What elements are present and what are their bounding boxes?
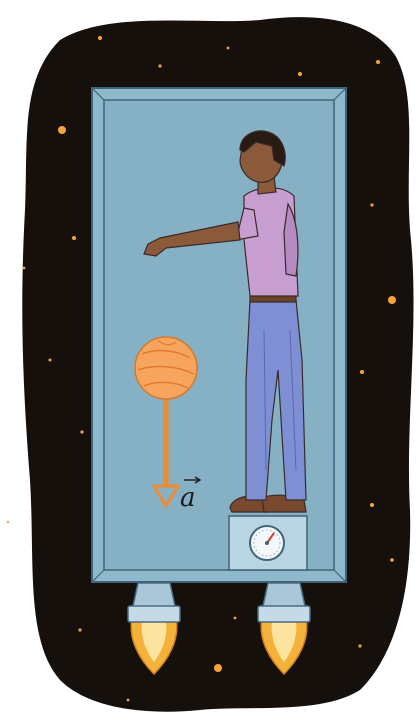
star-icon	[7, 521, 9, 523]
star-icon	[370, 203, 373, 206]
star-icon	[78, 628, 81, 631]
elevator-cabin	[92, 88, 346, 582]
star-icon	[72, 236, 76, 240]
star-icon	[360, 370, 364, 374]
star-icon	[376, 60, 380, 64]
star-icon	[127, 699, 130, 702]
star-icon	[388, 296, 396, 304]
star-icon	[358, 644, 361, 647]
acceleration-label: a	[180, 483, 196, 513]
star-icon	[98, 36, 102, 40]
weighing-scale	[229, 516, 307, 570]
star-icon	[234, 617, 237, 620]
star-icon	[58, 126, 66, 134]
star-icon	[370, 503, 374, 507]
star-icon	[214, 664, 222, 672]
star-icon	[390, 558, 394, 562]
star-icon	[298, 72, 302, 76]
star-icon	[158, 64, 161, 67]
star-icon	[227, 47, 230, 50]
star-icon	[49, 359, 52, 362]
star-icon	[23, 267, 26, 270]
star-icon	[80, 430, 83, 433]
